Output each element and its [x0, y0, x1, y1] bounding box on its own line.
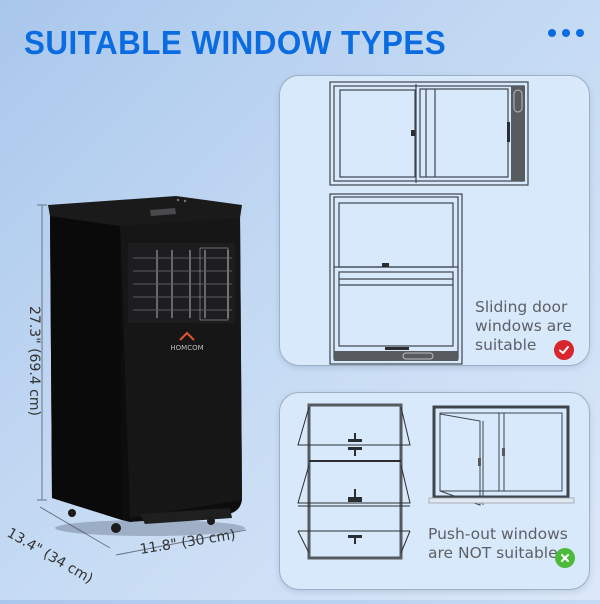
sliding-windows-illustration [329, 81, 529, 365]
caption-line: windows are [475, 317, 572, 335]
suitable-windows-card: Sliding door windows are suitable [279, 75, 590, 366]
caption-line: are NOT suitable [428, 544, 558, 562]
product-image: HOMCOM 27.3" (69.4 cm) 13.4" (34 cm) 11.… [0, 190, 290, 600]
dot-icon [548, 29, 556, 37]
dot-icon [562, 29, 570, 37]
more-options-icon[interactable] [548, 29, 584, 37]
caption-line: Sliding door [475, 298, 568, 316]
cross-icon [555, 548, 575, 568]
dot-icon [576, 29, 584, 37]
caption-line: suitable [475, 336, 537, 354]
push-out-windows-illustration [297, 403, 575, 560]
caption-line: Push-out windows [428, 525, 568, 543]
page-title: SUITABLE WINDOW TYPES [24, 24, 447, 61]
unsuitable-windows-card: Push-out windows are NOT suitable [279, 392, 590, 590]
brand-logo: HOMCOM [170, 344, 203, 352]
check-icon [554, 340, 574, 360]
height-dimension-label: 27.3" (69.4 cm) [26, 306, 42, 416]
suitable-caption: Sliding door windows are suitable [475, 298, 572, 355]
air-conditioner-illustration: HOMCOM [37, 196, 247, 556]
unsuitable-caption: Push-out windows are NOT suitable [428, 525, 568, 563]
